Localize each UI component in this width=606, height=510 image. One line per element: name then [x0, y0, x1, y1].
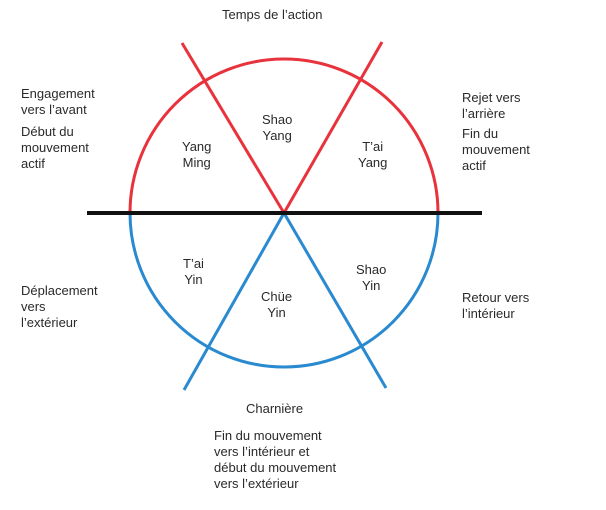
note-retour-line-2: l’intérieur — [462, 306, 515, 321]
note-deplacement-line-2: vers — [21, 299, 46, 314]
sector-shao-yang-line-2: Yang — [262, 128, 292, 143]
sector-tai-yin-line-2: Yin — [184, 272, 203, 287]
sector-tai-yin-line-1: T’ai — [183, 256, 204, 271]
yin-right-spoke — [282, 212, 388, 389]
note-fin-actif: Fin du mouvement actif — [462, 126, 530, 174]
note-deplacement-line-3: l’extérieur — [21, 315, 78, 330]
note-debut-actif: Début du mouvement actif — [21, 124, 89, 172]
note-retour-line-1: Retour vers — [462, 290, 530, 305]
sector-tai-yang-line-2: Yang — [358, 155, 388, 170]
sector-chue-yin: Chüe Yin — [261, 289, 292, 321]
sector-yang-ming-line-1: Yang — [182, 139, 212, 154]
note-debut-actif-line-2: mouvement — [21, 140, 89, 155]
sector-chue-yin-line-2: Yin — [267, 305, 286, 320]
sector-shao-yin-line-2: Yin — [362, 278, 381, 293]
note-retour: Retour vers l’intérieur — [462, 290, 529, 322]
sector-tai-yang: T’ai Yang — [358, 139, 387, 171]
note-fin-interieur-line-2: vers l’intérieur et — [214, 444, 310, 459]
sector-tai-yin: T’ai Yin — [183, 256, 204, 288]
yin-left-spoke — [182, 212, 286, 391]
note-rejet-line-2: l’arrière — [462, 106, 506, 121]
note-fin-interieur-line-3: début du mouvement — [214, 460, 337, 475]
note-engagement-line-1: Engagement — [21, 86, 95, 101]
note-deplacement: Déplacement vers l’extérieur — [21, 283, 98, 331]
diagram-title: Temps de l’action — [222, 7, 323, 22]
note-engagement: Engagement vers l’avant — [21, 86, 95, 118]
sector-tai-yang-line-1: T’ai — [362, 139, 384, 154]
sector-shao-yang-line-1: Shao — [262, 112, 293, 127]
sector-shao-yang: Shao Yang — [262, 112, 292, 144]
sector-shao-yin-line-1: Shao — [356, 262, 387, 277]
note-engagement-line-2: vers l’avant — [21, 102, 87, 117]
note-fin-actif-line-1: Fin du — [462, 126, 499, 141]
note-rejet-line-1: Rejet vers — [462, 90, 521, 105]
note-fin-interieur-line-1: Fin du mouvement — [214, 428, 322, 443]
note-fin-interieur-line-4: vers l’extérieur — [214, 476, 299, 491]
yang-right-spoke — [282, 41, 384, 214]
note-fin-actif-line-3: actif — [462, 158, 486, 173]
note-charniere: Charnière — [246, 401, 304, 416]
sector-shao-yin: Shao Yin — [356, 262, 386, 294]
note-rejet: Rejet vers l’arrière — [462, 90, 521, 122]
note-deplacement-line-1: Déplacement — [21, 283, 98, 298]
note-fin-actif-line-2: mouvement — [462, 142, 530, 157]
sector-yang-ming-line-2: Ming — [182, 155, 211, 170]
note-fin-interieur: Fin du mouvement vers l’intérieur et déb… — [214, 428, 336, 492]
yin-half-circle — [128, 212, 440, 369]
yang-left-spoke — [180, 42, 286, 214]
sector-chue-yin-line-1: Chüe — [261, 289, 293, 304]
yang-half-circle — [128, 57, 440, 214]
sector-yang-ming: Yang Ming — [182, 139, 211, 171]
note-debut-actif-line-1: Début du — [21, 124, 74, 139]
note-debut-actif-line-3: actif — [21, 156, 45, 171]
